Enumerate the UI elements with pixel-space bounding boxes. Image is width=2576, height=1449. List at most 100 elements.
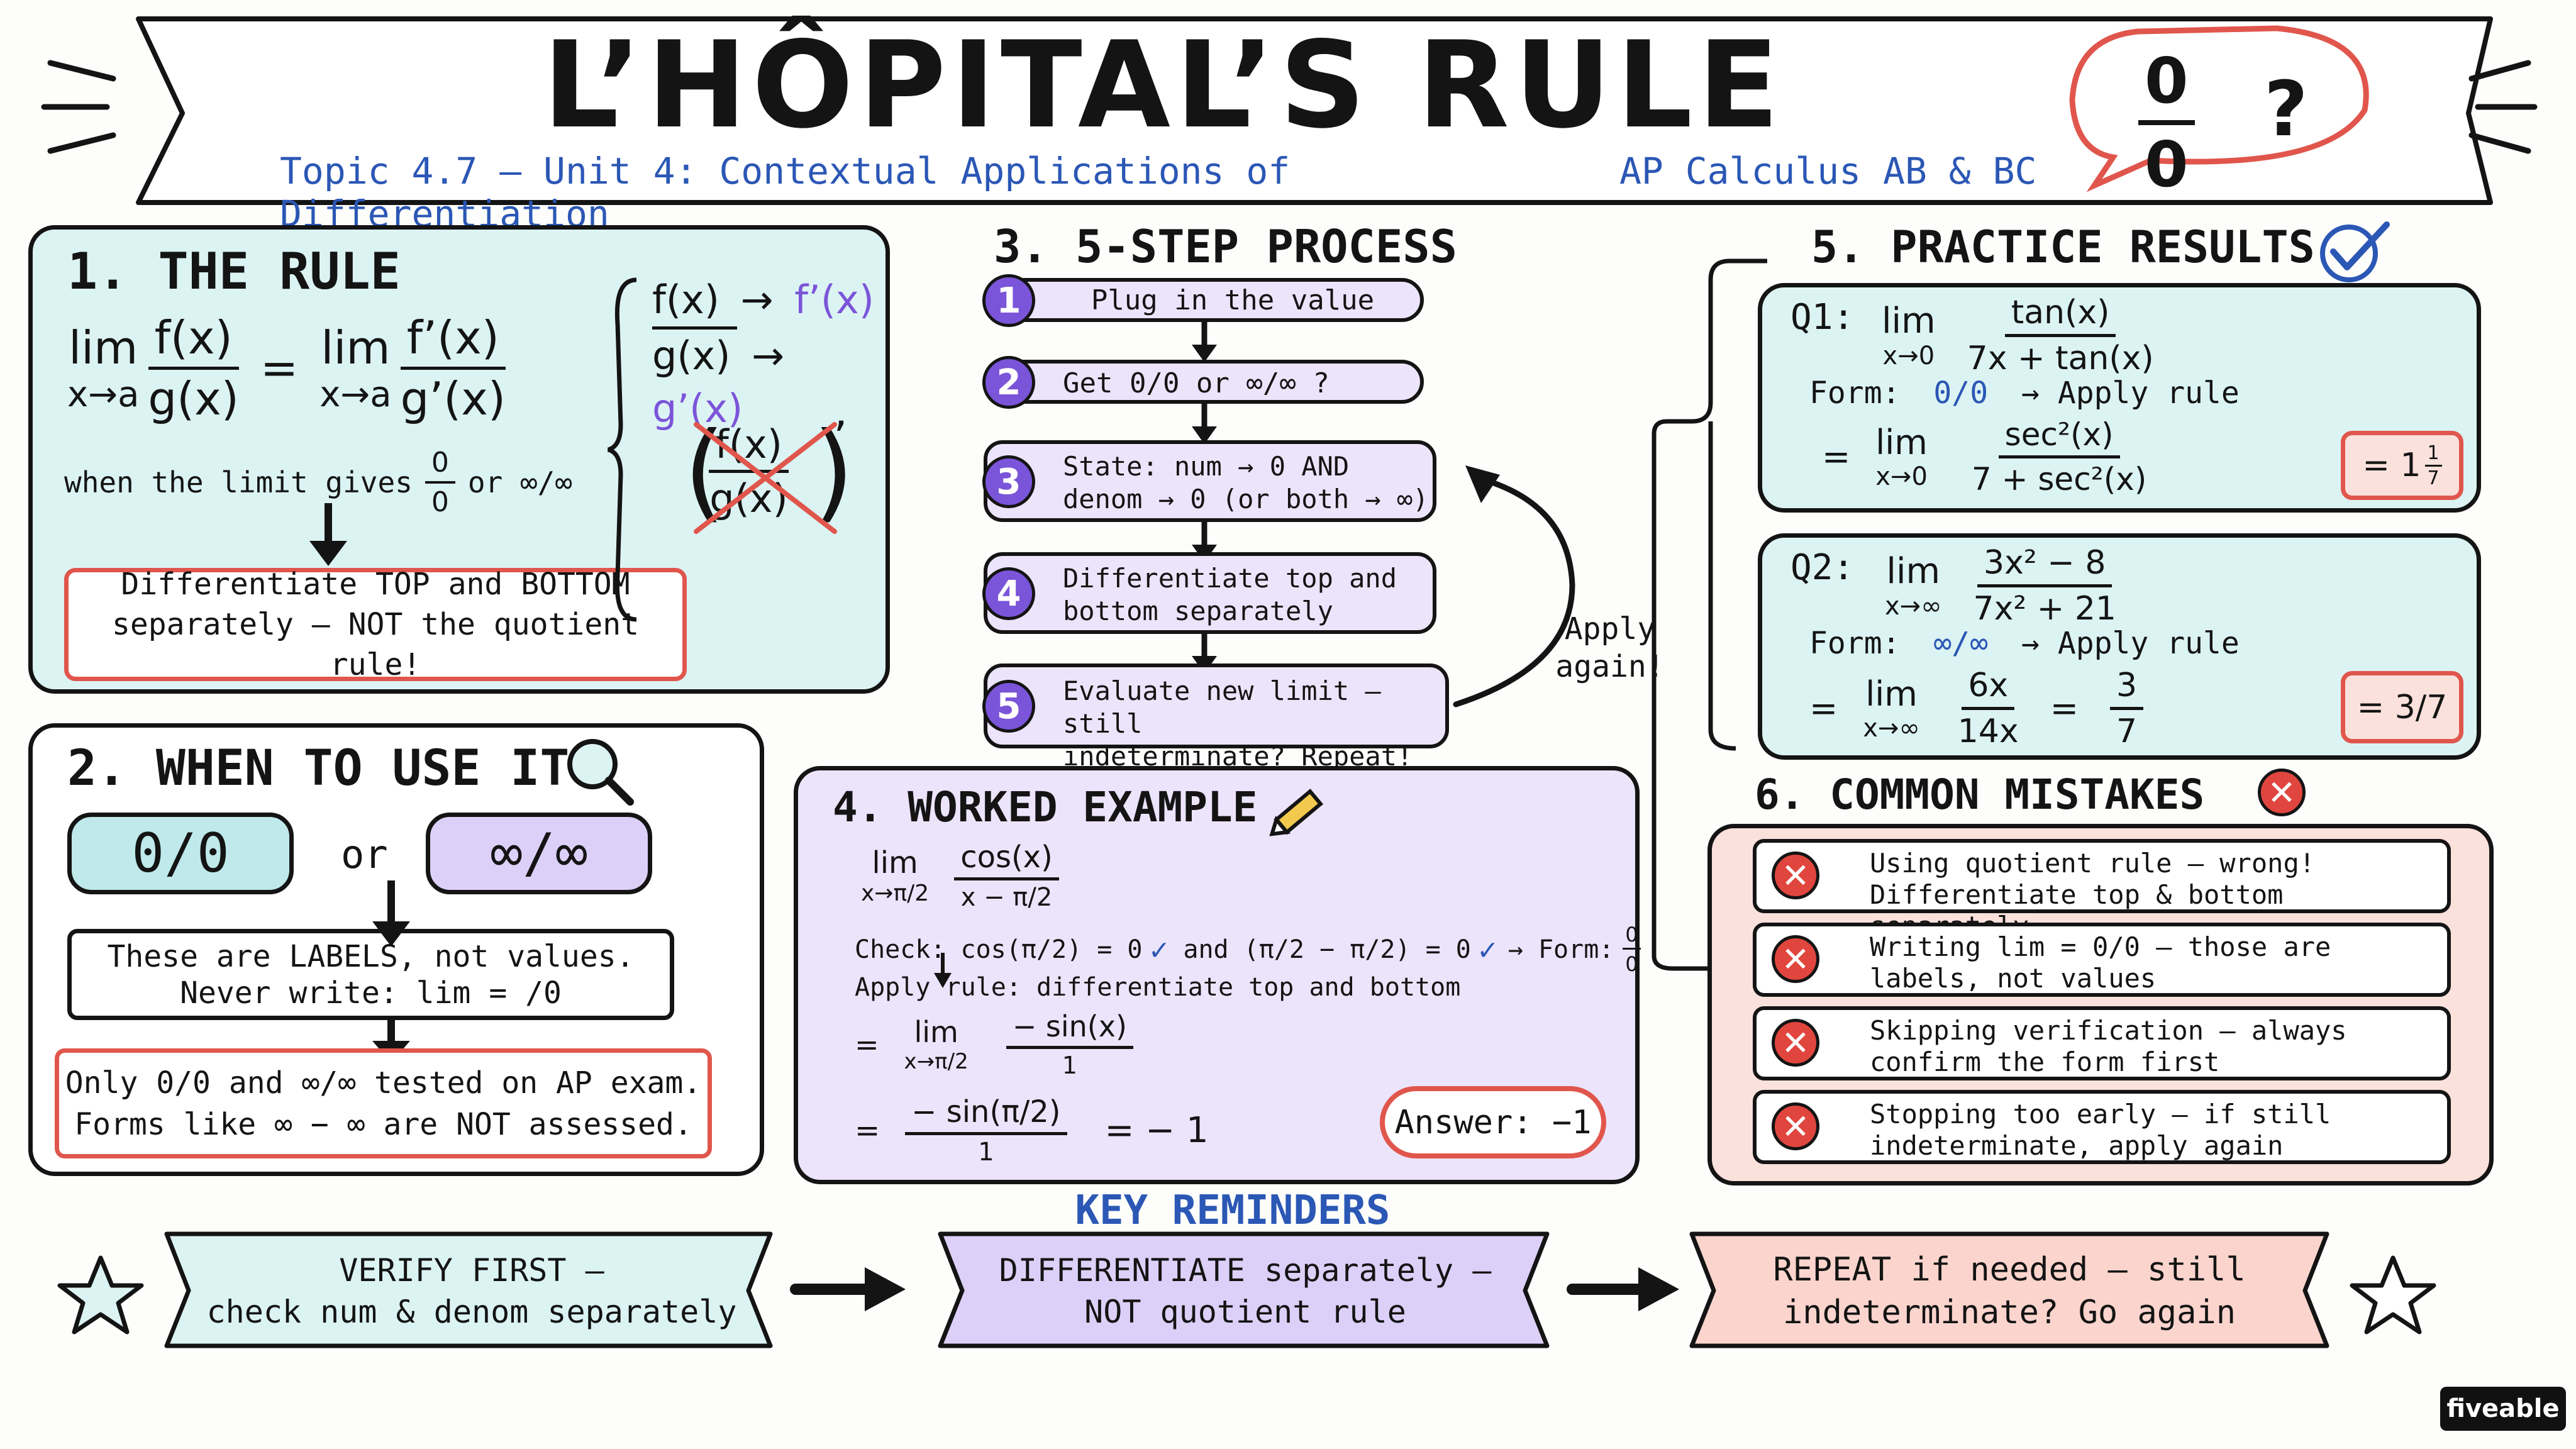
worked-limit: lim x→π/2 cos(x)x − π/2	[861, 840, 1059, 912]
q2-den-2: 14x	[1957, 713, 2019, 750]
check-form: → Form:	[1507, 935, 1614, 964]
rule-formula: lim x→a f(x)g(x) = lim x→a f’(x)g’(x)	[67, 305, 589, 431]
burst-right-icon	[2468, 60, 2538, 154]
reminder-diff-line2: NOT quotient rule	[1084, 1293, 1406, 1330]
check-circle-icon	[2320, 221, 2390, 282]
rule-panel: 1. THE RULE lim x→a f(x)g(x) = lim x→a f…	[28, 225, 890, 694]
side-arrow-2: →	[752, 333, 785, 379]
when-limit-line: when the limit gives 0 0 or ∞/∞	[64, 447, 572, 518]
q1-lim-2: lim	[1875, 423, 1928, 462]
q2-num-3: 3	[2109, 667, 2144, 710]
subtitle-topic: Topic 4.7 — Unit 4: Contextual Applicati…	[280, 150, 1291, 235]
subtitle-course: AP Calculus AB & BC	[1619, 150, 2037, 192]
worked-answer: Answer: −1	[1380, 1086, 1606, 1158]
step-4-number: 4	[982, 567, 1035, 620]
mistake-item-2: ✕ Writing lim = 0/0 — those are labels, …	[1753, 923, 2451, 997]
when-num: 0	[425, 447, 455, 484]
q1-den-2: 7 + sec²(x)	[1971, 461, 2147, 497]
rule-heading: 1. THE RULE	[67, 242, 401, 301]
lim-text-2: lim	[321, 321, 391, 374]
fiveable-logo: fiveable	[2440, 1387, 2566, 1431]
label-zero-over-zero: 0/0	[67, 813, 294, 894]
when-den: 0	[431, 486, 449, 518]
when-or: or ∞/∞	[467, 465, 573, 499]
q2-form: Form: ∞/∞ → Apply rule	[1809, 626, 2240, 661]
mistakes-heading: 6. COMMON MISTAKES	[1755, 770, 2205, 819]
q2-sub: x→∞	[1885, 592, 1942, 621]
side-f: f(x)	[652, 277, 719, 323]
reminders-shapes	[57, 1231, 2436, 1348]
q1-sub: x→0	[1882, 341, 1935, 370]
lim-sub: x→a	[67, 374, 140, 415]
step-1-number: 1	[982, 274, 1035, 327]
header-banner-shape	[41, 16, 2538, 205]
label-inf-over-inf: ∞/∞	[426, 813, 652, 894]
side-g: g(x)	[652, 333, 731, 379]
q1-result: = 1 1 7	[2341, 431, 2463, 500]
side-derivatives: f(x) → f’(x) g(x) → g’(x)	[652, 274, 886, 435]
step-3-line2: denom → 0 (or both → ∞)	[1063, 484, 1429, 514]
step-arrow-1	[1192, 322, 1217, 362]
mistake-1-line1: Using quotient rule — wrong!	[1870, 848, 2316, 879]
burst-left-icon	[41, 60, 116, 154]
q2-den-3: 7	[2116, 713, 2138, 750]
when-fraction: 0 0	[425, 447, 455, 518]
process-section: 3. 5-STEP PROCESS 1 Plug in the value 2 …	[981, 220, 1673, 772]
worked-result: = − 1	[1104, 1110, 1209, 1151]
mistake-3-line1: Skipping verification — always	[1870, 1015, 2347, 1046]
labels-note: These are LABELS, not values. Never writ…	[67, 929, 674, 1020]
step-4: 4 Differentiate top and bottom separatel…	[982, 552, 1436, 634]
when-heading: 2. WHEN TO USE IT	[67, 740, 570, 797]
worked-sub: x→π/2	[861, 880, 930, 906]
when-panel: 2. WHEN TO USE IT 0/0 or ∞/∞ These are L…	[28, 723, 764, 1176]
worked-eq-1: =	[855, 1027, 879, 1062]
step-3-line1: State: num → 0 AND	[1063, 451, 1350, 482]
q1-limit: lim x→0 tan(x)7x + tan(x)	[1882, 294, 2154, 377]
mistake-item-3: ✕ Skipping verification — always confirm…	[1753, 1006, 2451, 1080]
rule-fp: f’(x)	[400, 311, 506, 370]
q1-sub-2: x→0	[1875, 462, 1928, 491]
worked-num-3: − sin(π/2)	[905, 1094, 1067, 1135]
q1-label: Q1:	[1790, 297, 1855, 338]
step-4-line1: Differentiate top and	[1063, 563, 1397, 594]
reminder-repeat: REPEAT if needed — still indeterminate? …	[1714, 1236, 2305, 1346]
q1-result-num: 1	[2424, 442, 2442, 467]
q2-den: 7x² + 21	[1973, 590, 2117, 628]
rule-callout-line1: Differentiate TOP and BOTTOM	[121, 567, 630, 602]
q2-num: 3x² − 8	[1977, 544, 2112, 587]
step-2: 2 Get 0/0 or ∞/∞ ?	[982, 356, 1424, 409]
reminder-repeat-line1: REPEAT if needed — still	[1773, 1250, 2246, 1289]
reminders-heading: KEY REMINDERS	[1075, 1187, 1391, 1234]
practice-q1: Q1: lim x→0 tan(x)7x + tan(x) Form: 0/0 …	[1758, 283, 2481, 513]
worked-step3: = − sin(π/2)1 = − 1	[855, 1094, 1209, 1167]
worked-num: cos(x)	[954, 840, 1059, 880]
mistake-text-3: Skipping verification — always confirm t…	[1870, 1015, 2347, 1078]
q1-form-label: Form:	[1809, 375, 1901, 411]
mistake-2-line1: Writing lim = 0/0 — those are	[1870, 931, 2331, 962]
cross-f: f(x)	[709, 421, 789, 473]
step-4-line2: bottom separately	[1063, 596, 1333, 626]
q1-lim: lim	[1882, 301, 1936, 341]
header-banner: L’HÔPITAL’S RULE Topic 4.7 — Unit 4: Con…	[0, 0, 2576, 235]
step-2-text: Get 0/0 or ∞/∞ ?	[1063, 367, 1330, 399]
mistake-item-1: ✕ Using quotient rule — wrong! Different…	[1753, 839, 2451, 941]
worked-den: x − π/2	[960, 883, 1053, 912]
check-and: and	[1183, 935, 1229, 964]
brace-icon	[607, 277, 637, 622]
rule-gp: g’(x)	[400, 372, 506, 425]
check-mark-icon: ✓	[1150, 931, 1169, 967]
mistake-x-icon-4: ✕	[1772, 1102, 1819, 1150]
worked-apply: Apply rule: differentiate top and bottom	[855, 973, 1461, 1002]
q2-form-label: Form:	[1809, 626, 1901, 661]
q1-form-after: → Apply rule	[2021, 375, 2240, 411]
down-arrow-icon-2	[372, 880, 410, 947]
page-title: L’HÔPITAL’S RULE	[543, 15, 1784, 155]
star-right-icon	[2350, 1255, 2436, 1335]
mistake-text-2: Writing lim = 0/0 — those are labels, no…	[1870, 931, 2331, 994]
mistake-item-4: ✕ Stopping too early — if still indeterm…	[1753, 1090, 2451, 1164]
check-form-num: 0	[1623, 923, 1641, 950]
when-text: when the limit gives	[64, 465, 413, 499]
worked-sub-2: x→π/2	[904, 1048, 969, 1074]
q2-form-after: → Apply rule	[2021, 626, 2240, 661]
loop-arrow-icon	[1453, 465, 1575, 708]
